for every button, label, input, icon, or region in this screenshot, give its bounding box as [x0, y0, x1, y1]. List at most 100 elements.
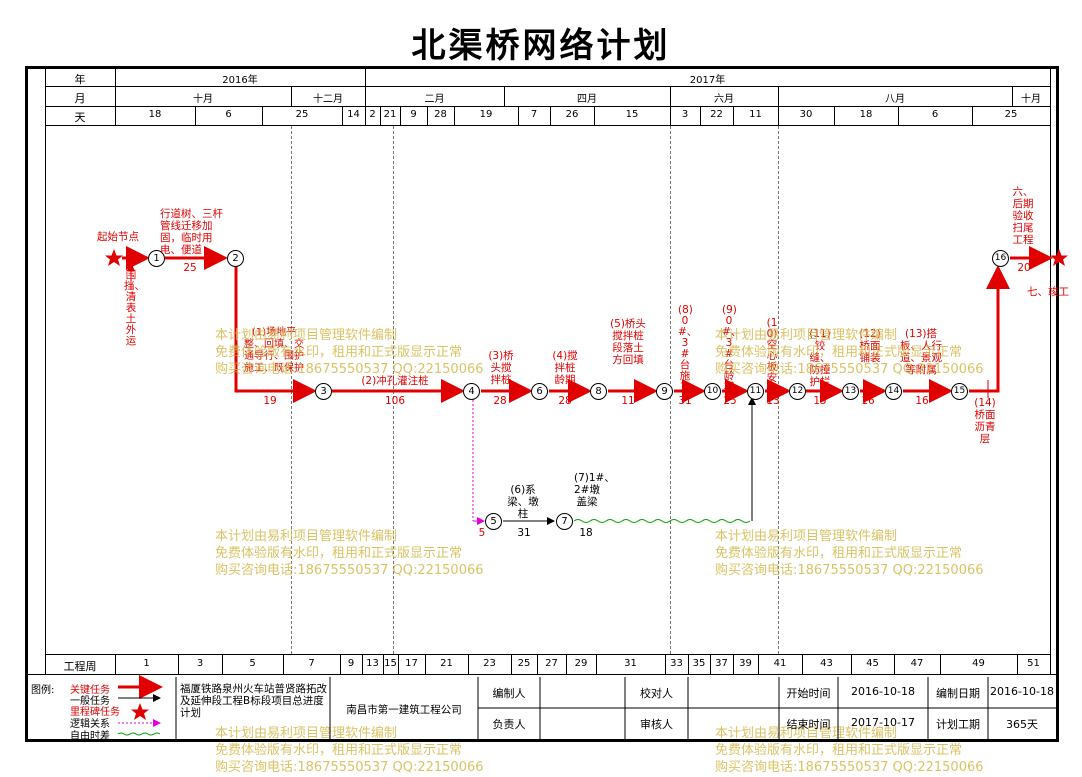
- day-cell-16: 18: [859, 109, 873, 120]
- grid-divider: [427, 106, 428, 126]
- week-cell-19: 43: [820, 658, 833, 669]
- header-line: [28, 674, 1056, 675]
- week-cell-20: 45: [866, 658, 879, 669]
- node-10[interactable]: 10: [704, 383, 721, 400]
- task-4-label: (4)搅拌桩龄期: [552, 350, 578, 386]
- node-3[interactable]: 3: [315, 383, 332, 400]
- node-8[interactable]: 8: [590, 383, 607, 400]
- month-row-label: 月: [74, 92, 86, 105]
- grid-divider: [400, 106, 401, 126]
- task-16-duration: 20: [1017, 262, 1031, 274]
- arrow-15-16: [969, 265, 1010, 393]
- fence-label: 围挡、清表土外运: [124, 269, 145, 347]
- day-cell-12: 3: [681, 109, 689, 120]
- task-2-duration: 106: [384, 395, 406, 407]
- grid-divider: [940, 655, 941, 675]
- node-7[interactable]: 7: [556, 513, 573, 530]
- day-row-label: 天: [74, 111, 86, 124]
- day-cell-8: 19: [479, 109, 493, 120]
- watermark-block: 本计划由易利项目管理软件编制免费体验版有水印，租用和正式版显示正常购买咨询电话:…: [215, 529, 484, 578]
- node-2[interactable]: 2: [227, 250, 244, 267]
- day-cell-7: 28: [434, 109, 447, 120]
- node-12[interactable]: 12: [789, 383, 806, 400]
- task-4-duration: 28: [558, 395, 572, 407]
- day-cell-17: 6: [931, 109, 939, 120]
- node-13[interactable]: 13: [842, 383, 859, 400]
- grid-divider: [178, 655, 179, 675]
- week-cell-10: 25: [517, 658, 531, 669]
- legend-logic: 逻辑关系: [70, 719, 110, 730]
- node-15[interactable]: 15: [951, 383, 968, 400]
- grid-divider: [834, 106, 835, 126]
- watermark-block: 本计划由易利项目管理软件编制免费体验版有水印，租用和正式版显示正常购买咨询电话:…: [215, 726, 484, 775]
- day-cell-5: 21: [383, 109, 397, 120]
- week-cell-2: 5: [249, 658, 256, 669]
- owner-label: 负责人: [492, 718, 526, 731]
- checker-label: 校对人: [640, 687, 673, 700]
- day-cell-4: 2: [369, 109, 376, 120]
- grid-divider: [365, 87, 366, 107]
- month-cell-2: 二月: [424, 94, 445, 105]
- year-divider: [365, 69, 366, 87]
- company-name: 南昌市第一建筑工程公司: [346, 704, 462, 716]
- grid-divider: [778, 87, 779, 107]
- node-1[interactable]: 1: [148, 250, 165, 267]
- task-2-label: (2)冲孔灌注桩: [361, 375, 429, 387]
- grid-divider: [383, 655, 384, 675]
- week-cell-9: 23: [483, 658, 496, 669]
- day-cell-18: 25: [1004, 109, 1018, 120]
- node-6[interactable]: 6: [531, 383, 548, 400]
- task-7-duration: 18: [579, 527, 593, 539]
- task-5-label: (5)桥头搅拌桩段落土方回填: [610, 318, 646, 366]
- watermark-block: 本计划由易利项目管理软件编制免费体验版有水印，租用和正式版显示正常购买咨询电话:…: [215, 328, 484, 377]
- month-cell-1: 十二月: [313, 94, 343, 105]
- grid-divider: [1012, 87, 1013, 107]
- node-9[interactable]: 9: [656, 383, 673, 400]
- week-cell-15: 35: [692, 658, 706, 669]
- task-3-label: (3)桥头搅拌桩: [488, 350, 514, 386]
- grid-divider: [802, 655, 803, 675]
- week-cell-4: 9: [347, 658, 355, 669]
- start-time-value: 2016-10-18: [851, 685, 915, 698]
- task-9-label: (9)0#、3#台龄期: [722, 304, 742, 393]
- watermark-block: 本计划由易利项目管理软件编制免费体验版有水印，租用和正式版显示正常购买咨询电话:…: [715, 529, 984, 578]
- day-cell-2: 25: [295, 109, 309, 120]
- week-cell-12: 29: [574, 658, 588, 669]
- task-11-duration: 15: [813, 395, 827, 407]
- grid-divider: [778, 106, 779, 126]
- week-row-label: 工程周: [63, 660, 97, 673]
- task-11-label: (11)铰缝、防撞护栏: [809, 328, 831, 388]
- week-cell-21: 47: [910, 658, 924, 669]
- legend-normal: 一般任务: [70, 696, 110, 707]
- made-date-value: 2016-10-18: [990, 685, 1054, 698]
- node-16[interactable]: 16: [992, 250, 1009, 267]
- week-cell-6: 15: [384, 658, 397, 669]
- grid-divider: [195, 106, 196, 126]
- day-cell-14: 11: [749, 109, 762, 120]
- task-10-label: (10)空心板安装: [766, 317, 778, 395]
- grid-divider: [594, 106, 595, 126]
- project-name: 福厦铁路泉州火车站普贤路拓改及延伸段工程B标段项目总进度计划: [180, 683, 327, 719]
- page-title: 北渠桥网络计划: [411, 26, 671, 66]
- week-cell-16: 37: [715, 658, 728, 669]
- node-11[interactable]: 11: [747, 383, 764, 400]
- grid-divider: [550, 106, 551, 126]
- node-4[interactable]: 4: [463, 383, 480, 400]
- week-cell-1: 3: [196, 658, 204, 669]
- grid-divider: [262, 106, 263, 126]
- node-14[interactable]: 14: [885, 383, 902, 400]
- node-5[interactable]: 5: [485, 513, 502, 530]
- legend-title: 图例:: [31, 685, 55, 696]
- chart-frame: [25, 66, 1059, 742]
- grid-divider: [851, 655, 852, 675]
- grid-divider: [596, 655, 597, 675]
- week-cell-7: 17: [405, 658, 418, 669]
- header-line: [115, 654, 116, 674]
- end-node-label: 七、竣工: [1027, 286, 1069, 298]
- start-time-label: 开始时间: [786, 687, 831, 700]
- task-16-label: 六、后期验收扫尾工程: [1012, 186, 1034, 246]
- year-2017: 2017年: [689, 75, 726, 86]
- task-9-duration: 25: [723, 395, 737, 407]
